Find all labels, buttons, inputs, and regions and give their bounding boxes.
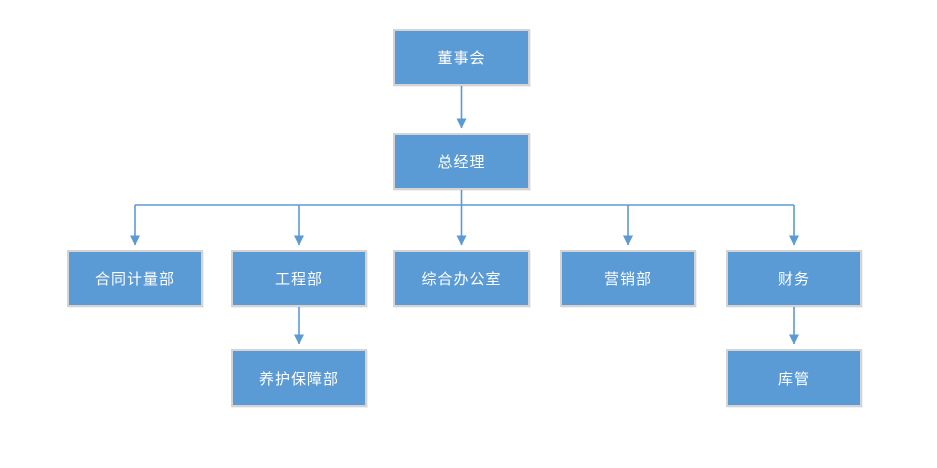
org-node-board-label: 董事会 bbox=[437, 49, 486, 67]
org-node-finance-label: 财务 bbox=[777, 270, 810, 288]
org-node-general-manager[interactable]: 总经理 bbox=[393, 133, 530, 190]
org-node-engineering[interactable]: 工程部 bbox=[231, 250, 367, 307]
org-node-warehouse[interactable]: 库管 bbox=[726, 349, 862, 407]
org-node-general-office[interactable]: 综合办公室 bbox=[393, 250, 530, 307]
org-node-general-manager-label: 总经理 bbox=[437, 153, 486, 171]
org-node-warehouse-label: 库管 bbox=[777, 369, 810, 388]
org-node-finance[interactable]: 财务 bbox=[726, 250, 862, 307]
org-node-marketing[interactable]: 营销部 bbox=[560, 250, 696, 307]
org-node-maintenance-support[interactable]: 养护保障部 bbox=[231, 349, 367, 407]
org-node-board[interactable]: 董事会 bbox=[393, 29, 530, 86]
org-node-maintenance-support-label: 养护保障部 bbox=[258, 369, 339, 388]
org-node-contract-measurement-label: 合同计量部 bbox=[94, 270, 175, 288]
org-node-marketing-label: 营销部 bbox=[603, 270, 652, 288]
org-node-contract-measurement[interactable]: 合同计量部 bbox=[67, 250, 203, 307]
org-node-engineering-label: 工程部 bbox=[274, 270, 323, 288]
org-node-general-office-label: 综合办公室 bbox=[421, 270, 502, 288]
